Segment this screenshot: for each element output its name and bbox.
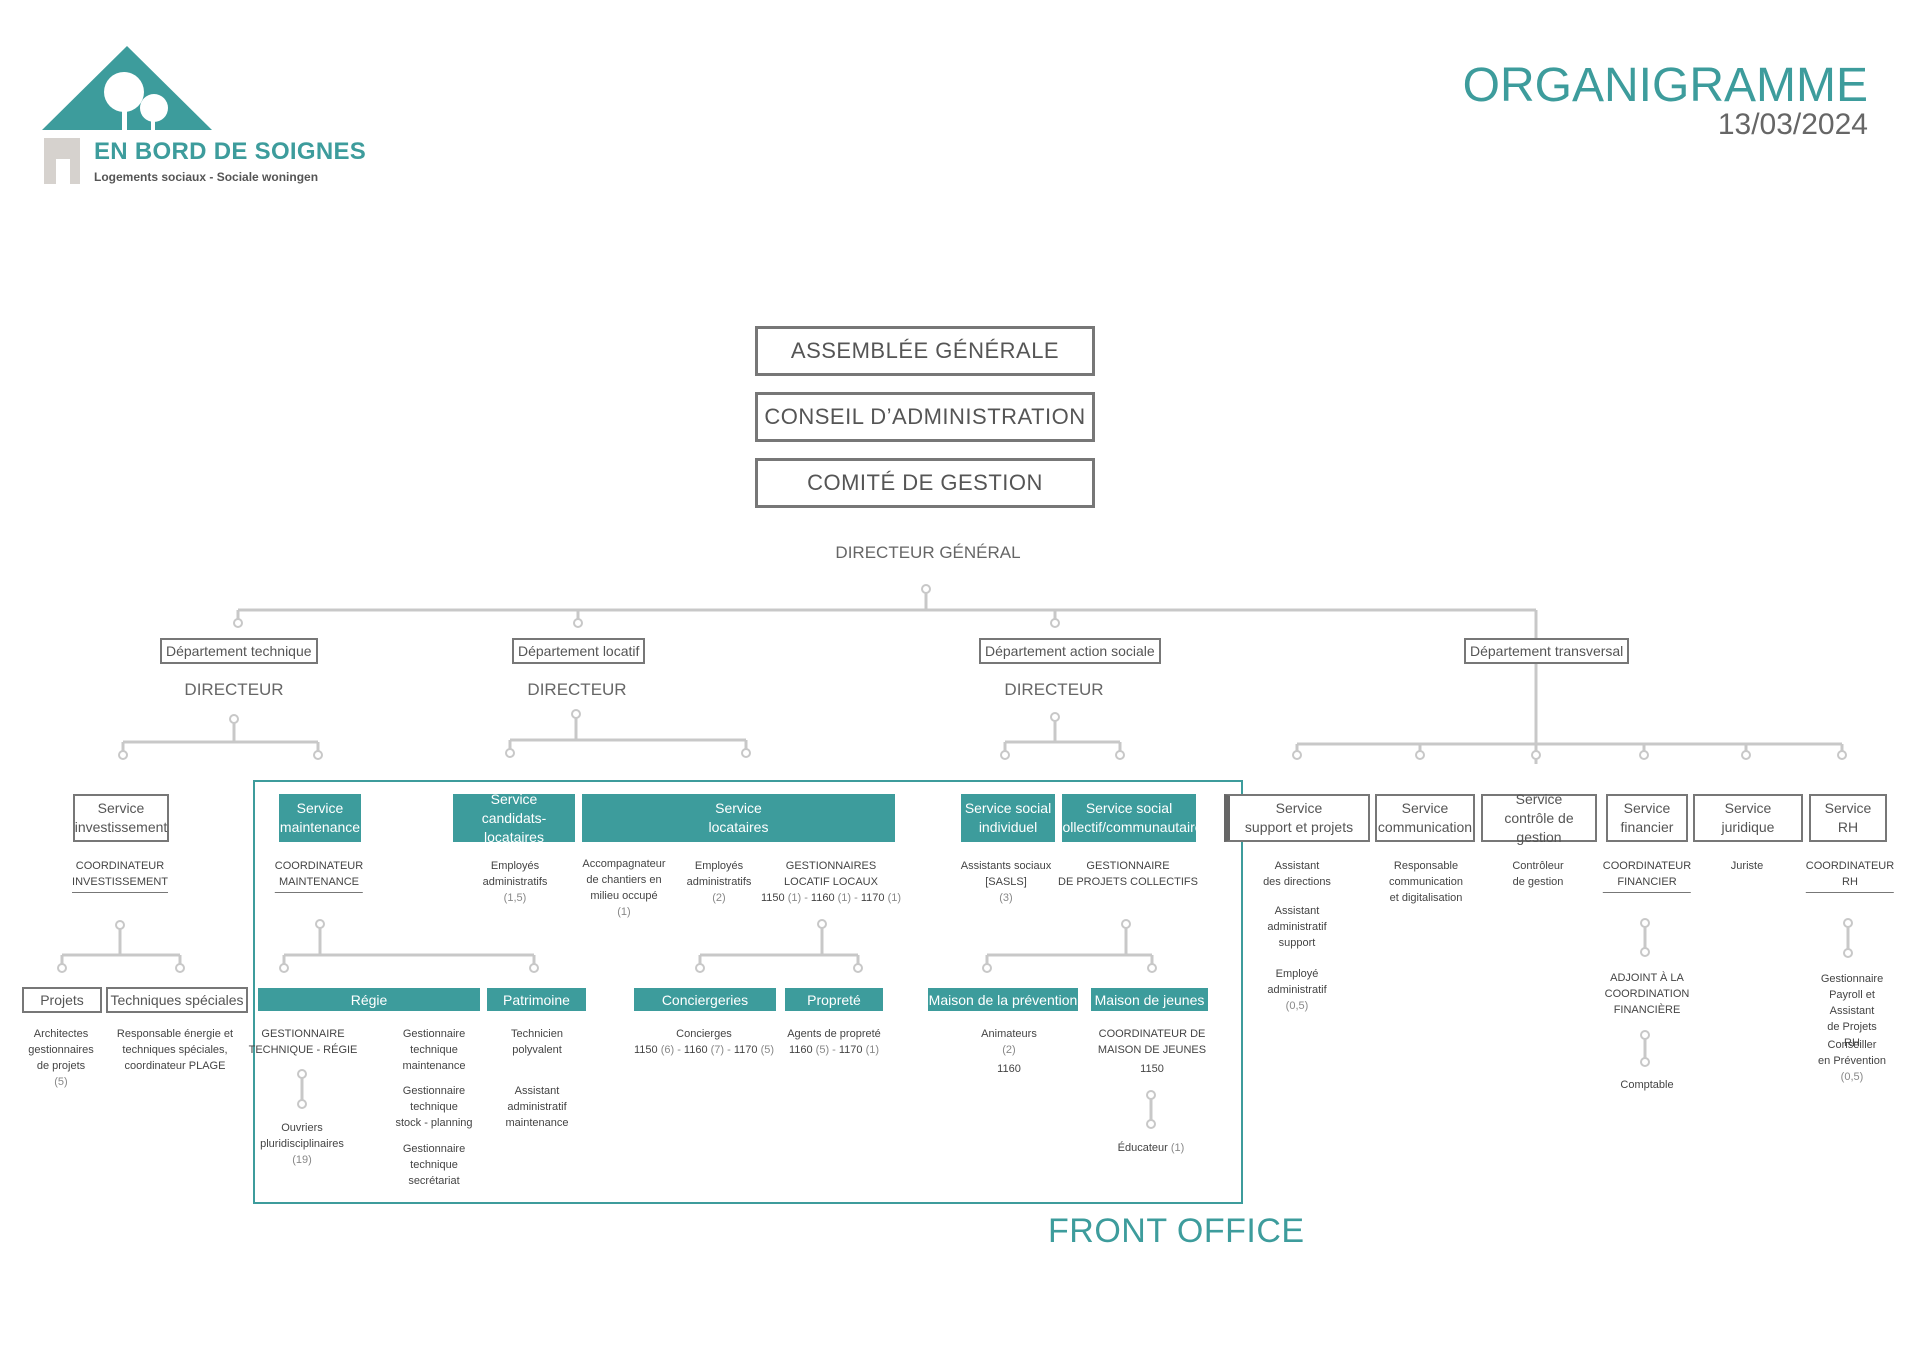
service-investissement: Service investissement xyxy=(73,794,169,842)
director-technique: DIRECTEUR xyxy=(184,680,284,699)
ouvriers-pluridisciplinaires: Ouvriers pluridisciplinaires(19) xyxy=(260,1122,344,1166)
gestionnaire-payroll: Gestionnaire Payroll et Assistant de Pro… xyxy=(1820,973,1884,1049)
service-communication: Service communication xyxy=(1375,794,1475,842)
gestionnaire-technique-regie: GESTIONNAIRE TECHNIQUE - RÉGIE xyxy=(248,1028,358,1056)
service-social-individuel: Service social individuel xyxy=(961,794,1055,842)
dept-transversal: Département transversal xyxy=(1464,638,1630,664)
comite-gestion-box: COMITÉ DE GESTION xyxy=(755,458,1095,508)
architectes-gestionnaires: Architectes gestionnaires de projets(5) xyxy=(28,1028,94,1088)
accompagnateur-chantiers: Accompagnateur de chantiers en milieu oc… xyxy=(582,858,666,918)
logo-subtitle: Logements sociaux - Sociale woningen xyxy=(94,170,319,184)
front-office-label: FRONT OFFICE xyxy=(1048,1212,1305,1250)
assemblee-generale-box: ASSEMBLÉE GÉNÉRALE xyxy=(755,326,1095,376)
responsable-energie: Responsable énergie et techniques spécia… xyxy=(116,1028,234,1072)
coordinateur-rh: COORDINATEUR RH xyxy=(1805,858,1895,893)
team-techniques-speciales: Techniques spéciales xyxy=(106,987,248,1013)
responsable-communication: Responsable communication et digitalisat… xyxy=(1389,860,1463,904)
coordinateur-maintenance: COORDINATEUR MAINTENANCE xyxy=(274,858,364,893)
controleur-gestion: Contrôleur de gestion xyxy=(1512,860,1564,888)
logo-name: EN BORD DE SOIGNES xyxy=(94,138,367,165)
employes-administratifs-candidats: Employés administratifs(1,5) xyxy=(482,860,548,904)
gestionnaire-projets-collectifs: GESTIONNAIRE DE PROJETS COLLECTIFS xyxy=(1058,860,1198,888)
dept-action-sociale: Département action sociale xyxy=(979,638,1161,664)
page-date: 13/03/2024 xyxy=(1717,108,1868,141)
service-rh: Service RH xyxy=(1809,794,1887,842)
technicien-polyvalent: Technicien polyvalent xyxy=(511,1028,563,1056)
team-maison-prevention: Maison de la prévention xyxy=(928,988,1078,1011)
service-candidats-locataires: Service candidats-locataires xyxy=(453,791,575,845)
director-social: DIRECTEUR xyxy=(1004,680,1104,699)
service-locataires: Service locataires xyxy=(582,794,895,842)
animateurs: Animateurs(2)1160 xyxy=(981,1028,1037,1075)
house-trees-logo-icon xyxy=(42,46,212,184)
team-patrimoine: Patrimoine xyxy=(487,988,586,1011)
gestionnaire-technique-secretariat: Gestionnaire technique secrétariat xyxy=(402,1143,466,1187)
conseiller-prevention: Conseiller en Prévention(0,5) xyxy=(1818,1039,1886,1083)
gestionnaire-technique-maintenance: Gestionnaire technique maintenance xyxy=(402,1028,466,1072)
adjoint-coordination-financiere: ADJOINT À LA COORDINATION FINANCIÈRE xyxy=(1604,972,1690,1016)
team-regie: Régie xyxy=(258,988,480,1011)
service-financier: Service financier xyxy=(1606,794,1688,842)
educateur: Éducateur (1) xyxy=(1117,1142,1185,1154)
service-support-projets: Service support et projets xyxy=(1224,794,1370,842)
service-social-collectif: Service social collectif/communautaire xyxy=(1055,794,1203,842)
juriste: Juriste xyxy=(1730,860,1764,872)
assistant-directions: Assistant des directions xyxy=(1263,860,1331,888)
dept-technique: Département technique xyxy=(160,638,318,664)
service-maintenance: Service maintenance xyxy=(279,794,361,842)
director-locatif: DIRECTEUR xyxy=(527,680,627,699)
directeur-general-label: DIRECTEUR GÉNÉRAL xyxy=(835,543,1021,562)
assistant-administratif-support: Assistant administratif support xyxy=(1267,905,1327,949)
gestionnaire-technique-stock: Gestionnaire technique stock - planning xyxy=(395,1085,473,1129)
team-projets: Projets xyxy=(22,987,102,1013)
coordinateur-financier: COORDINATEUR FINANCIER xyxy=(1602,858,1692,893)
conseil-administration-box: CONSEIL D’ADMINISTRATION xyxy=(755,392,1095,442)
coordinateur-investissement: COORDINATEUR INVESTISSEMENT xyxy=(72,858,168,893)
assistants-sociaux: Assistants sociaux [SASLS](3) xyxy=(960,860,1052,904)
assistant-administratif-maintenance: Assistant administratif maintenance xyxy=(505,1085,569,1129)
employes-administratifs-locataires: Employés administratifs(2) xyxy=(686,860,752,904)
team-conciergeries: Conciergeries xyxy=(634,988,776,1011)
front-office-frame xyxy=(253,780,1243,1204)
employe-administratif: Employé administratif(0,5) xyxy=(1267,968,1327,1012)
service-juridique: Service juridique xyxy=(1693,794,1803,842)
team-proprete: Propreté xyxy=(785,988,883,1011)
dept-locatif: Département locatif xyxy=(512,638,646,664)
service-controle-gestion: Service contrôle de gestion xyxy=(1481,791,1597,845)
team-maison-jeunes: Maison de jeunes xyxy=(1091,988,1208,1011)
comptable: Comptable xyxy=(1620,1079,1674,1091)
page-title: ORGANIGRAMME xyxy=(1462,59,1868,112)
